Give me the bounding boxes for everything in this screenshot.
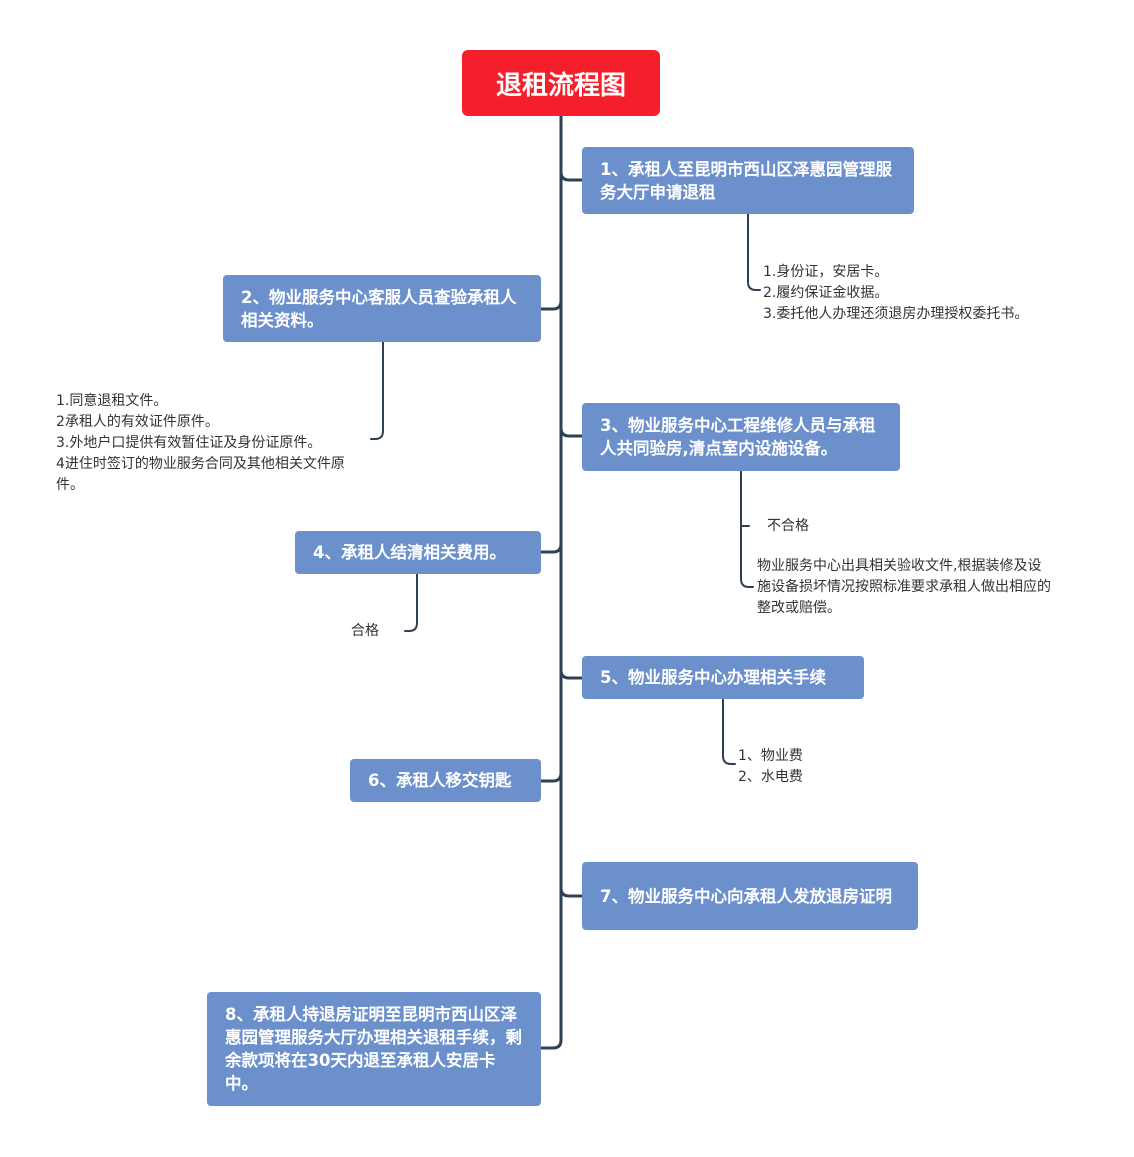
- note-line-step5: [722, 698, 736, 765]
- branch-step4: [539, 542, 563, 554]
- branch-step2: [539, 299, 563, 311]
- branch-step1: [559, 170, 584, 182]
- flowchart-title: 退租流程图: [462, 50, 660, 116]
- note-step4-pass: 合格: [351, 623, 379, 639]
- step-3: 3、物业服务中心工程维修人员与承租人共同验房,清点室内设施设备。: [582, 403, 900, 471]
- note-line-step2: [370, 341, 384, 440]
- branch-step5: [559, 668, 584, 680]
- note-step1: 1.身份证，安居卡。 2.履约保证金收据。 3.委托他人办理还须退房办理授权委托…: [763, 264, 1029, 322]
- step-4: 4、承租人结清相关费用。: [295, 531, 541, 574]
- note-step3-fail-label: 不合格: [767, 518, 809, 534]
- note-line-step3: [740, 470, 754, 588]
- note-step5: 1、物业费 2、水电费: [738, 748, 803, 785]
- note-step3-fail-text: 物业服务中心出具相关验收文件,根据装修及设施设备损坏情况按照标准要求承租人做出相…: [757, 558, 1051, 616]
- branch-step6: [539, 771, 563, 783]
- step-6: 6、承租人移交钥匙: [350, 759, 541, 802]
- step-1: 1、承租人至昆明市西山区泽惠园管理服务大厅申请退租: [582, 147, 914, 214]
- note-line-step4: [404, 573, 418, 632]
- step-7: 7、物业服务中心向承租人发放退房证明: [582, 862, 918, 930]
- step-8: 8、承租人持退房证明至昆明市西山区泽惠园管理服务大厅办理相关退租手续，剩余款项将…: [207, 992, 541, 1106]
- note-line-step1: [747, 213, 761, 291]
- step-2: 2、物业服务中心客服人员查验承租人相关资料。: [223, 275, 541, 342]
- note-step2: 1.同意退租文件。 2承租人的有效证件原件。 3.外地户口提供有效暂住证及身份证…: [56, 393, 345, 493]
- trunk-line: [539, 114, 563, 1050]
- step-5: 5、物业服务中心办理相关手续: [582, 656, 864, 699]
- branch-step7: [559, 886, 584, 898]
- branch-step3: [559, 426, 584, 438]
